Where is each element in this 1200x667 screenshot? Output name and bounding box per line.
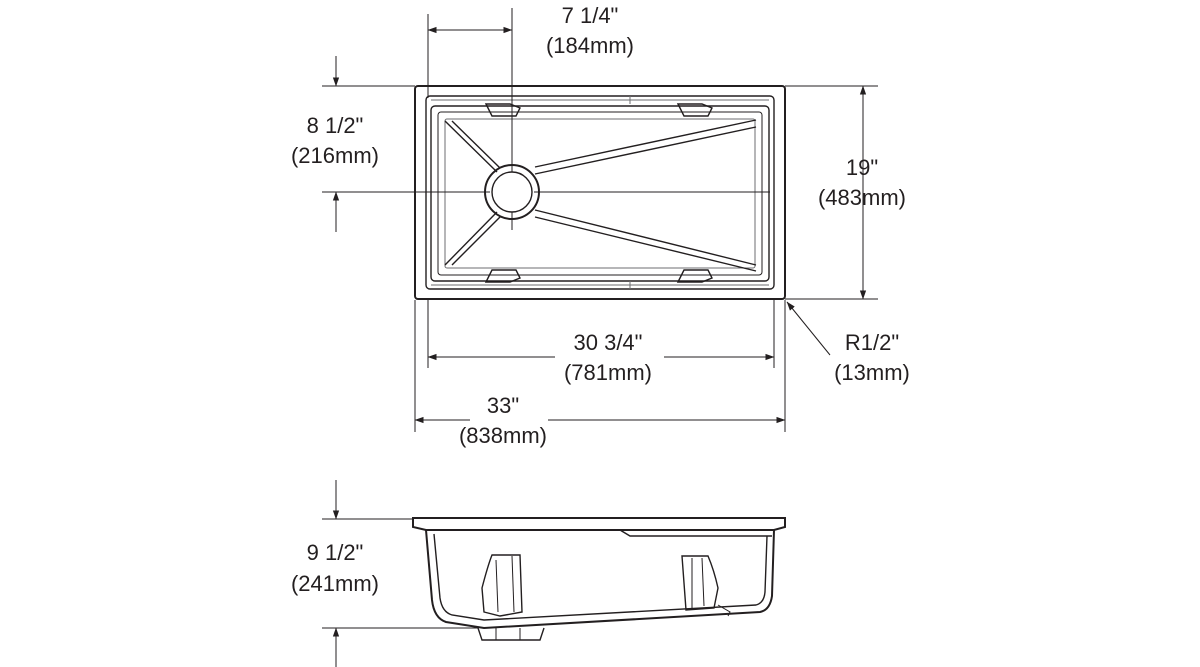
dim-label-imperial: 7 1/4"	[562, 3, 619, 28]
dim-overall-length: 33" (838mm)	[459, 393, 547, 448]
bowl-body	[425, 529, 775, 630]
drain-outer	[484, 164, 540, 220]
dim-label-metric: (483mm)	[818, 185, 906, 210]
side-flange	[412, 517, 786, 531]
dim-label-imperial: 33"	[487, 393, 519, 418]
ledge-tab	[676, 103, 713, 117]
dim-label-metric: (241mm)	[291, 571, 379, 596]
dim-label-metric: (13mm)	[834, 360, 910, 385]
dim-inner-length: 30 3/4" (781mm)	[564, 330, 652, 385]
side-support	[681, 555, 719, 611]
bowl-edge	[430, 105, 770, 282]
top-view	[368, 8, 786, 300]
dim-label-metric: (838mm)	[459, 423, 547, 448]
dim-label-metric: (216mm)	[291, 143, 379, 168]
ledge-tab	[484, 103, 521, 117]
dim-overall-depth: 19" (483mm)	[818, 155, 906, 210]
side-support	[481, 554, 523, 617]
dim-label-imperial: 8 1/2"	[307, 113, 364, 138]
ledge-tab	[676, 269, 713, 283]
side-extension-lines	[322, 480, 478, 667]
dim-label-imperial: R1/2"	[845, 330, 899, 355]
dim-label-imperial: 19"	[846, 155, 878, 180]
bowl-floor	[437, 111, 763, 276]
dim-drain-offset-x: 7 1/4" (184mm)	[546, 3, 634, 58]
dim-label-imperial: 9 1/2"	[307, 540, 364, 565]
side-view	[412, 517, 786, 641]
dim-label-metric: (781mm)	[564, 360, 652, 385]
dim-label-imperial: 30 3/4"	[574, 330, 643, 355]
side-drain	[477, 627, 545, 641]
drain-inner	[491, 171, 533, 213]
dim-label-metric: (184mm)	[546, 33, 634, 58]
ledge-tab	[484, 269, 521, 283]
dimension-lines	[332, 26, 867, 424]
bowl-floor-inner	[444, 118, 756, 269]
dim-drain-offset-y: 8 1/2" (216mm)	[291, 113, 379, 168]
dim-corner-radius: R1/2" (13mm)	[834, 330, 910, 385]
dim-bowl-height: 9 1/2" (241mm)	[291, 540, 379, 596]
